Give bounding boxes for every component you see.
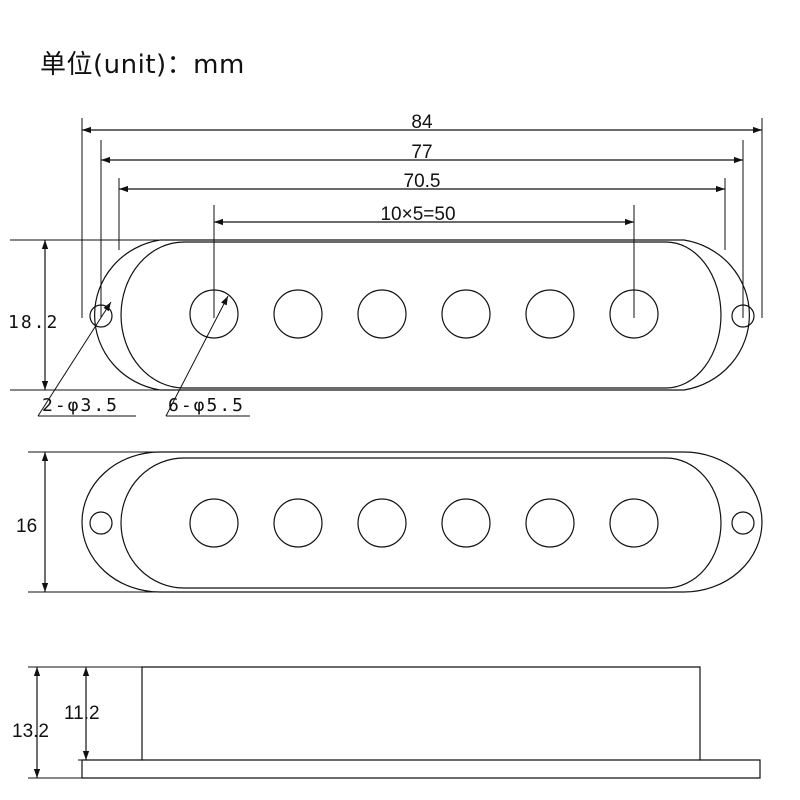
cover-outline: [120, 241, 722, 389]
pole-hole-1: [189, 289, 239, 339]
label-84: 84: [411, 112, 433, 133]
mount-hole-right: [731, 304, 755, 328]
middle-pole-hole-2: [273, 498, 323, 548]
label-77: 77: [411, 142, 432, 163]
middle-cover-outline: [120, 457, 722, 589]
top-view: [10, 118, 763, 417]
leader-pole-holes: [165, 295, 229, 417]
unit-title: 单位(unit)：mm: [40, 50, 245, 80]
middle-pole-hole-5: [525, 498, 575, 548]
baseplate-outline: [94, 239, 750, 391]
label-pole-spacing: 10×5=50: [380, 204, 455, 225]
middle-mount-hole-left: [89, 511, 113, 535]
side-view: [28, 666, 761, 779]
pole-hole-5: [525, 289, 575, 339]
middle-pole-hole-4: [441, 498, 491, 548]
side-profile-outline: [81, 666, 761, 779]
pole-hole-4: [441, 289, 491, 339]
pole-hole-3: [357, 289, 407, 339]
label-13-2: 13.2: [12, 721, 49, 742]
label-pole-holes-callout: 6-φ5.5: [168, 395, 245, 416]
middle-view: [28, 451, 763, 593]
leader-mount-holes: [37, 301, 112, 417]
label-70-5: 70.5: [404, 171, 441, 192]
mount-hole-left: [89, 304, 113, 328]
label-mount-holes-callout: 2-φ3.5: [42, 395, 119, 416]
pole-hole-2: [273, 289, 323, 339]
middle-pole-hole-6: [609, 498, 659, 548]
label-18-2: 18.2: [8, 312, 59, 333]
middle-baseplate-outline: [81, 451, 763, 593]
middle-pole-hole-1: [189, 498, 239, 548]
label-16: 16: [16, 516, 37, 537]
pole-hole-6: [609, 289, 659, 339]
label-11-2: 11.2: [64, 703, 100, 724]
middle-mount-hole-right: [731, 511, 755, 535]
middle-pole-hole-3: [357, 498, 407, 548]
